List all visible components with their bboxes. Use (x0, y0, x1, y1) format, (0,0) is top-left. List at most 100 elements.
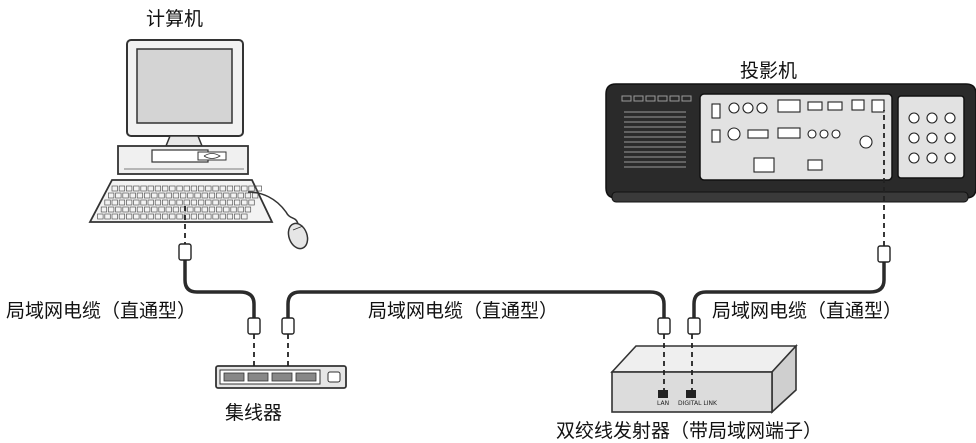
keyboard-key (162, 213, 169, 220)
keyboard-key (244, 192, 252, 199)
plug (281, 317, 295, 335)
keyboard-key (216, 192, 223, 199)
vent-slot (645, 95, 656, 102)
terminal-connectors (711, 99, 885, 173)
lan-port-label: LAN (657, 400, 669, 407)
plug (247, 317, 261, 335)
keyboard-key (223, 206, 230, 213)
keyboard-key (234, 213, 241, 220)
vent-slot (669, 95, 680, 102)
keyboard-key (126, 213, 133, 220)
keyboard-key (165, 192, 172, 199)
keyboard-key (201, 206, 208, 213)
control-jacks (908, 112, 956, 164)
keyboard-key (115, 192, 122, 199)
keyboard-key (169, 199, 176, 206)
lan-cables (183, 258, 886, 320)
keyboard-key (248, 199, 255, 206)
keyboard-key (118, 199, 126, 206)
keyboard-key (237, 192, 244, 199)
cable-transmitter-projector (692, 260, 886, 320)
keyboard-key (255, 185, 262, 192)
keyboard-key (241, 213, 248, 220)
keyboard-key (154, 213, 162, 220)
keyboard-key (104, 213, 111, 220)
keyboard-key (118, 185, 126, 192)
keyboard-key (237, 206, 244, 213)
keyboard-key (108, 192, 115, 199)
keyboard-key (151, 192, 158, 199)
hub-port (223, 372, 245, 382)
computer-illustration (88, 39, 309, 250)
hub-label: 集线器 (225, 402, 283, 424)
keyboard-key (169, 185, 176, 192)
keyboard-key (129, 206, 136, 213)
keyboard-key (118, 213, 126, 220)
keyboard-key (169, 213, 176, 220)
keyboard-key (122, 192, 129, 199)
keyboard-key (180, 192, 187, 199)
digital-link-port-label: DIGITAL LINK (678, 400, 718, 407)
keyboard-key (147, 185, 154, 192)
keyboard-key (226, 199, 234, 206)
keyboard-key (201, 192, 208, 199)
keyboard-key (248, 185, 255, 192)
keyboard-key (162, 185, 169, 192)
keyboard-key (111, 185, 118, 192)
keyboard-key (133, 213, 140, 220)
hub-port (271, 372, 293, 382)
vent-slot (633, 95, 644, 102)
keyboard-key (176, 213, 183, 220)
keyboard-key (219, 199, 226, 206)
cable-hub-transmitter (286, 290, 666, 320)
keyboard-key (234, 199, 241, 206)
cable-label-middle: 局域网电缆（直通型） (368, 300, 559, 322)
keyboard-key (147, 199, 154, 206)
keyboard-key (241, 185, 248, 192)
keyboard-key (230, 206, 237, 213)
keyboard-key (198, 213, 205, 220)
keyboard-key (126, 185, 133, 192)
keyboard-key (151, 206, 158, 213)
keyboard-key (140, 185, 147, 192)
keyboard-key (144, 192, 151, 199)
keyboard-key (183, 185, 190, 192)
keyboard-key (154, 199, 162, 206)
keyboard-key (154, 185, 162, 192)
keyboard-key (212, 213, 219, 220)
plug (687, 317, 701, 335)
keyboard-key (187, 192, 194, 199)
keyboard-key (147, 213, 154, 220)
keyboard-key (176, 199, 183, 206)
hub-port (247, 372, 269, 382)
lan-port (658, 390, 668, 398)
digital-link-port (686, 390, 696, 398)
plug (657, 317, 671, 335)
keyboard-key (212, 185, 219, 192)
vent-grille (621, 95, 692, 168)
keyboard-key (144, 206, 151, 213)
keyboard-key (190, 185, 198, 192)
keyboard-key (208, 206, 216, 213)
keyboard-key (244, 206, 252, 213)
keyboard-key (194, 192, 201, 199)
computer-label: 计算机 (146, 8, 204, 30)
vent-slot (681, 95, 692, 102)
keyboard-key (162, 199, 169, 206)
keyboard-key (219, 213, 226, 220)
keyboard-key (108, 206, 115, 213)
keyboard-key (97, 213, 104, 220)
keyboard-key (104, 199, 111, 206)
plug (178, 243, 192, 261)
keyboard-key (219, 185, 226, 192)
cable-label-right: 局域网电缆（直通型） (712, 300, 903, 322)
keyboard-key (172, 206, 180, 213)
keyboard-key (226, 213, 234, 220)
keyboard-key (183, 213, 190, 220)
cable-computer-hub (183, 258, 256, 320)
projector-label: 投影机 (740, 60, 798, 82)
keyboard-key (172, 192, 180, 199)
cable-label-left: 局域网电缆（直通型） (6, 300, 197, 322)
mouse (247, 191, 309, 250)
keyboard-key (133, 199, 140, 206)
